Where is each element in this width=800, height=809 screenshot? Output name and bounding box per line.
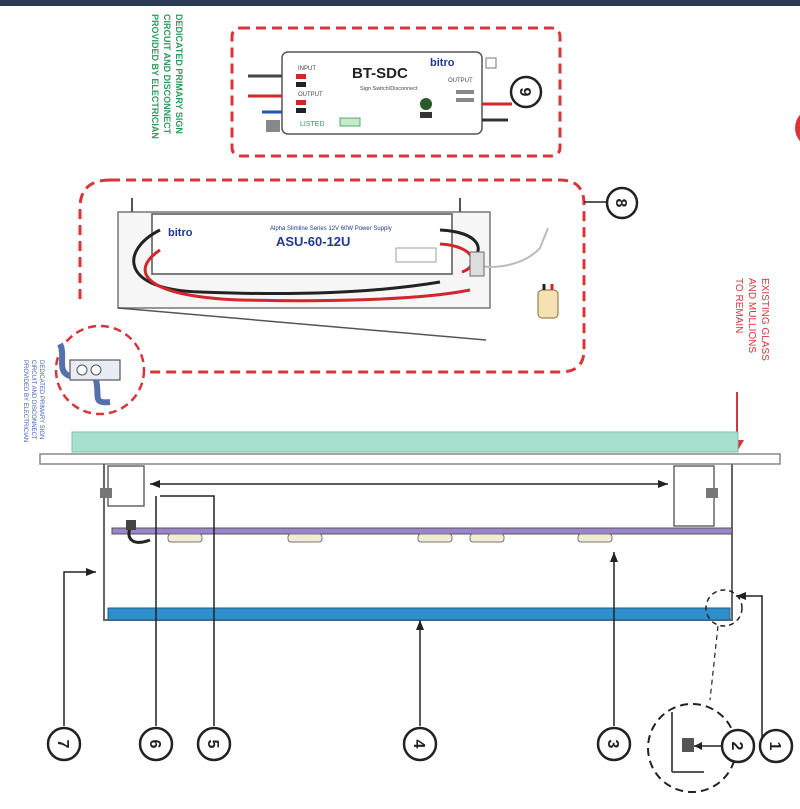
bt-sdc-model: BT-SDC <box>352 65 408 82</box>
offpage-marker <box>795 114 800 142</box>
bt-sdc-footer: LISTED <box>300 121 325 128</box>
sign-face <box>107 607 731 621</box>
left-clip <box>107 465 145 507</box>
asu-power-supply <box>151 213 453 275</box>
callout-3-label: 3 <box>604 740 621 749</box>
glass-note-line-2: AND MULLIONS <box>746 278 757 353</box>
callout-8-label: 8 <box>612 199 629 208</box>
led-rail <box>111 527 733 535</box>
callout-8 <box>605 186 639 220</box>
side-note: DEDICATED PRIMARY SIGN CIRCUIT AND DISCO… <box>22 360 44 442</box>
led-modules <box>167 533 613 543</box>
callout-9-label: 9 <box>516 88 533 97</box>
asu-brand: bitro <box>168 227 193 239</box>
top-note-line-1: DEDICATED PRIMARY SIGN <box>174 14 184 134</box>
bt-sdc-brand: bitro <box>430 57 455 69</box>
callout-1-label: 1 <box>766 742 783 751</box>
callout-5 <box>196 726 232 762</box>
bt-sdc-switch <box>420 98 432 110</box>
top-left-note: DEDICATED PRIMARY SIGN CIRCUIT AND DISCO… <box>150 14 184 139</box>
callout-leaders <box>63 495 763 744</box>
callout-5-label: 5 <box>204 740 221 749</box>
detail-9-box: INPUT OUTPUT BT-SDC Sign Switch/Disconne… <box>230 26 562 158</box>
side-note-line-3: PROVIDED BY ELECTRICIAN <box>22 360 28 442</box>
side-note-line-2: CIRCUIT AND DISCONNECT <box>30 360 36 440</box>
bt-sdc-left-label-1: INPUT <box>298 66 316 72</box>
callout-2-label: 2 <box>728 742 745 751</box>
junction-box-detail <box>54 324 146 416</box>
glass-note-line-1: EXISTING GLASS <box>759 278 770 361</box>
bt-sdc-left-label-2: OUTPUT <box>298 92 323 98</box>
existing-glass <box>71 431 739 453</box>
callout-2 <box>720 728 756 764</box>
callout-3 <box>596 726 632 762</box>
callout-4 <box>402 726 438 762</box>
existing-glass-note: EXISTING GLASS AND MULLIONS TO REMAIN <box>733 278 770 361</box>
glass-note-line-3: TO REMAIN <box>733 278 744 333</box>
side-note-line-1: DEDICATED PRIMARY SIGN <box>38 360 44 439</box>
bt-sdc-right-label: OUTPUT <box>448 78 473 84</box>
top-note-line-2: CIRCUIT AND DISCONNECT <box>162 14 172 135</box>
callout-1 <box>758 728 794 764</box>
asu-title-line: Alpha Slimline Series 12V 60W Power Supp… <box>270 226 392 232</box>
detail-2-ref <box>705 589 743 627</box>
top-edge-strip <box>0 0 800 6</box>
callout-7 <box>46 726 82 762</box>
wire-nut <box>537 284 559 319</box>
callout-6-label: 6 <box>146 740 163 749</box>
callout-9 <box>509 75 543 109</box>
callout-6 <box>138 726 174 762</box>
bt-sdc-subtitle: Sign Switch/Disconnect <box>360 86 418 92</box>
detail-8-box: 8 bitro Alpha Slimline Series 12V 60W Po… <box>78 178 639 374</box>
callout-7-label: 7 <box>54 740 71 749</box>
bottom-callouts: 7 6 5 4 3 2 1 <box>46 726 794 764</box>
asu-model: ASU-60-12U <box>276 234 350 249</box>
callout-4-label: 4 <box>410 740 427 749</box>
top-note-line-3: PROVIDED BY ELECTRICIAN <box>150 14 160 139</box>
frame-header <box>39 453 781 465</box>
